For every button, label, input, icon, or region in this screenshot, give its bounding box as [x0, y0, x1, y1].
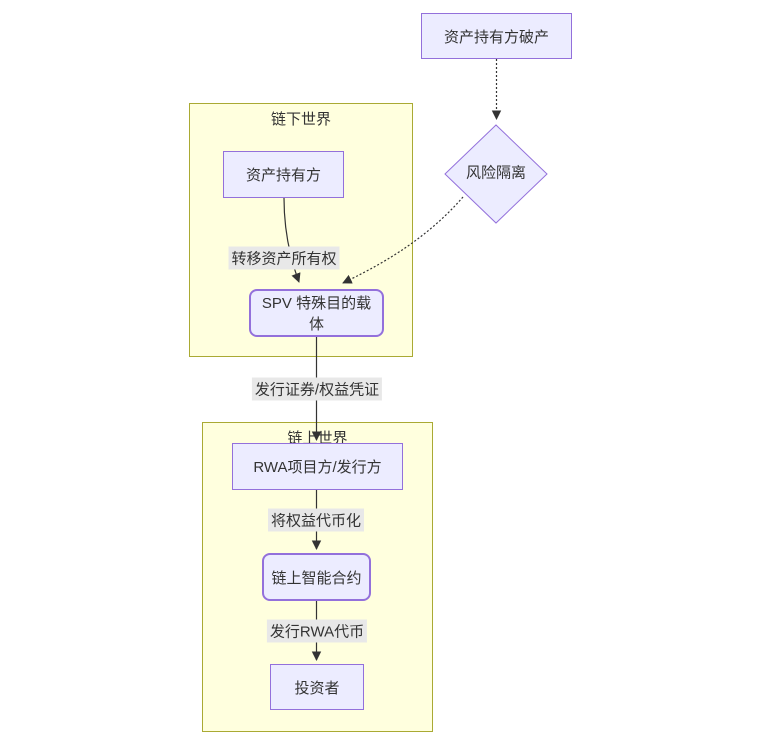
node-smart-contract-label: 链上智能合约: [271, 569, 362, 587]
node-spv: SPV 特殊目的载体: [249, 289, 384, 337]
node-risk-isolation-label: 风险隔离: [465, 164, 527, 182]
node-spv-label: SPV 特殊目的载体: [261, 295, 372, 333]
node-investor-label: 投资者: [294, 679, 340, 697]
node-rwa-issuer-label: RWA项目方/发行方: [253, 459, 382, 476]
node-asset-holder-bankruptcy-label: 资产持有方破产: [443, 28, 549, 46]
node-asset-holder-bankruptcy: 资产持有方破产: [421, 13, 572, 59]
node-smart-contract: 链上智能合约: [262, 553, 371, 601]
cluster-offchain-title: 链下世界: [270, 111, 331, 128]
edge-risk-isolation-to-spv: [342, 196, 464, 284]
node-asset-holder: 资产持有方: [223, 151, 344, 198]
node-rwa-issuer: RWA项目方/发行方: [232, 443, 403, 490]
edge-label-transfer-ownership: 转移资产所有权: [228, 246, 340, 270]
edge-label-tokenize-equity: 将权益代币化: [267, 508, 365, 532]
edge-label-issue-rwa-tokens: 发行RWA代币: [266, 619, 368, 643]
edge-label-issue-securities: 发行证券/权益凭证: [251, 377, 383, 401]
node-investor: 投资者: [270, 664, 364, 710]
risk-isolation-diamond-shape: [444, 124, 548, 224]
node-asset-holder-label: 资产持有方: [245, 167, 321, 184]
